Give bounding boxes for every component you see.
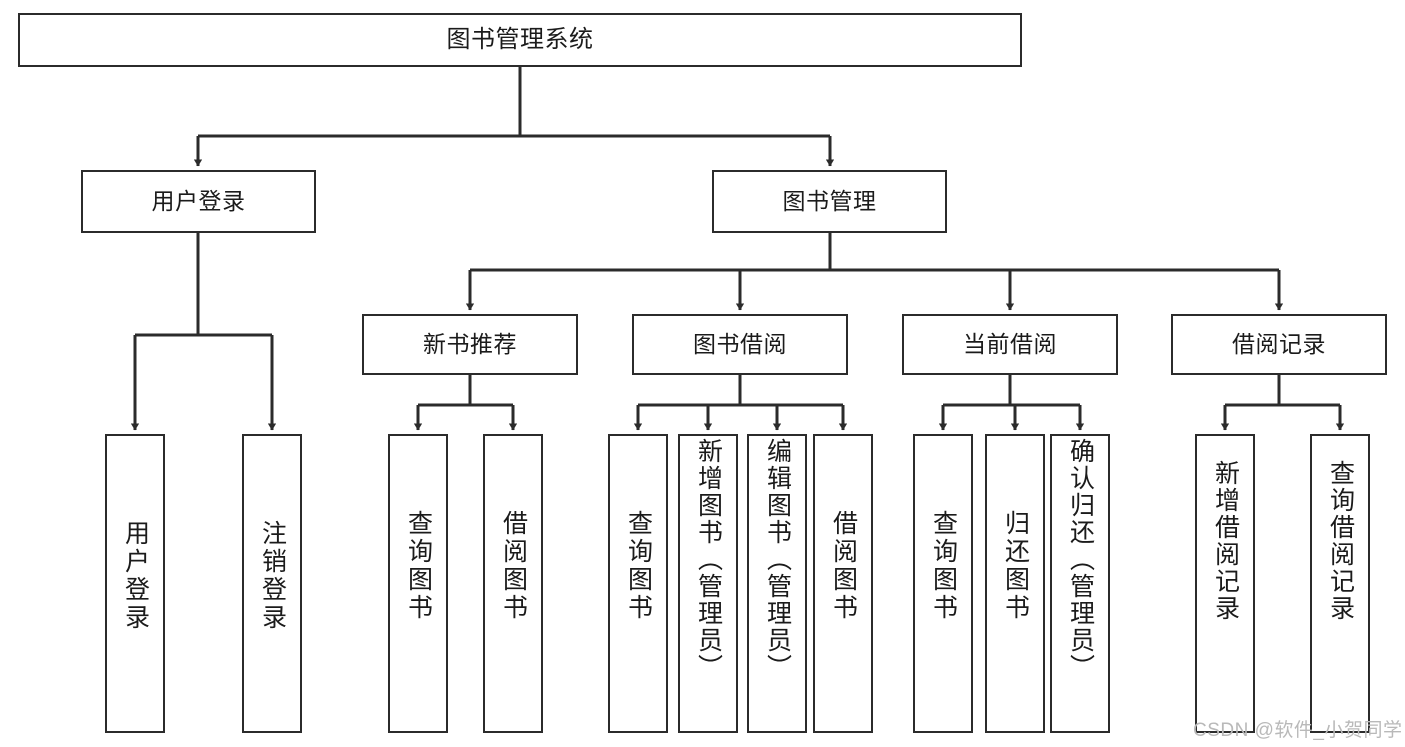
node-current-borrow[interactable]: 当前借阅 bbox=[902, 314, 1118, 375]
csdn-watermark: CSDN @软件_小贺同学 bbox=[1193, 720, 1403, 741]
node-book-manage-label: 图书管理 bbox=[782, 188, 877, 215]
node-leaf-user-login[interactable]: 用户登录 bbox=[105, 434, 165, 733]
node-leaf-logout-label: 注销登录 bbox=[258, 520, 287, 632]
node-leaf-query-book-1-label: 查询图书 bbox=[404, 510, 433, 622]
node-current-borrow-label: 当前借阅 bbox=[963, 331, 1057, 358]
node-book-borrow[interactable]: 图书借阅 bbox=[632, 314, 848, 375]
node-root-label: 图书管理系统 bbox=[446, 26, 594, 54]
node-leaf-confirm-return[interactable]: 确认归还（管理员） bbox=[1050, 434, 1110, 733]
node-borrow-record-label: 借阅记录 bbox=[1232, 331, 1326, 358]
node-leaf-add-book-label: 新增图书（管理员） bbox=[694, 438, 723, 681]
node-new-book-rec[interactable]: 新书推荐 bbox=[362, 314, 578, 375]
node-leaf-query-book-3[interactable]: 查询图书 bbox=[913, 434, 973, 733]
node-book-manage[interactable]: 图书管理 bbox=[712, 170, 947, 233]
node-leaf-add-record-label: 新增借阅记录 bbox=[1211, 460, 1240, 622]
node-leaf-borrow-book-2-label: 借阅图书 bbox=[829, 510, 858, 622]
node-leaf-query-record-label: 查询借阅记录 bbox=[1326, 460, 1355, 622]
node-leaf-confirm-return-label: 确认归还（管理员） bbox=[1066, 438, 1095, 681]
node-leaf-user-login-label: 用户登录 bbox=[121, 520, 150, 632]
node-new-book-rec-label: 新书推荐 bbox=[423, 331, 517, 358]
node-leaf-query-book-2[interactable]: 查询图书 bbox=[608, 434, 668, 733]
node-leaf-edit-book-label: 编辑图书（管理员） bbox=[763, 438, 792, 681]
node-leaf-return-book[interactable]: 归还图书 bbox=[985, 434, 1045, 733]
node-leaf-add-record[interactable]: 新增借阅记录 bbox=[1195, 434, 1255, 733]
node-leaf-add-book[interactable]: 新增图书（管理员） bbox=[678, 434, 738, 733]
node-book-borrow-label: 图书借阅 bbox=[693, 331, 787, 358]
node-user-login[interactable]: 用户登录 bbox=[81, 170, 316, 233]
node-root[interactable]: 图书管理系统 bbox=[18, 13, 1022, 67]
node-borrow-record[interactable]: 借阅记录 bbox=[1171, 314, 1387, 375]
node-leaf-logout[interactable]: 注销登录 bbox=[242, 434, 302, 733]
node-user-login-label: 用户登录 bbox=[151, 188, 246, 215]
node-leaf-borrow-book-1-label: 借阅图书 bbox=[499, 510, 528, 622]
node-leaf-borrow-book-2[interactable]: 借阅图书 bbox=[813, 434, 873, 733]
node-leaf-query-record[interactable]: 查询借阅记录 bbox=[1310, 434, 1370, 733]
node-leaf-edit-book[interactable]: 编辑图书（管理员） bbox=[747, 434, 807, 733]
node-leaf-return-book-label: 归还图书 bbox=[1001, 510, 1030, 622]
node-leaf-query-book-3-label: 查询图书 bbox=[929, 510, 958, 622]
node-leaf-borrow-book-1[interactable]: 借阅图书 bbox=[483, 434, 543, 733]
node-leaf-query-book-1[interactable]: 查询图书 bbox=[388, 434, 448, 733]
node-leaf-query-book-2-label: 查询图书 bbox=[624, 510, 653, 622]
